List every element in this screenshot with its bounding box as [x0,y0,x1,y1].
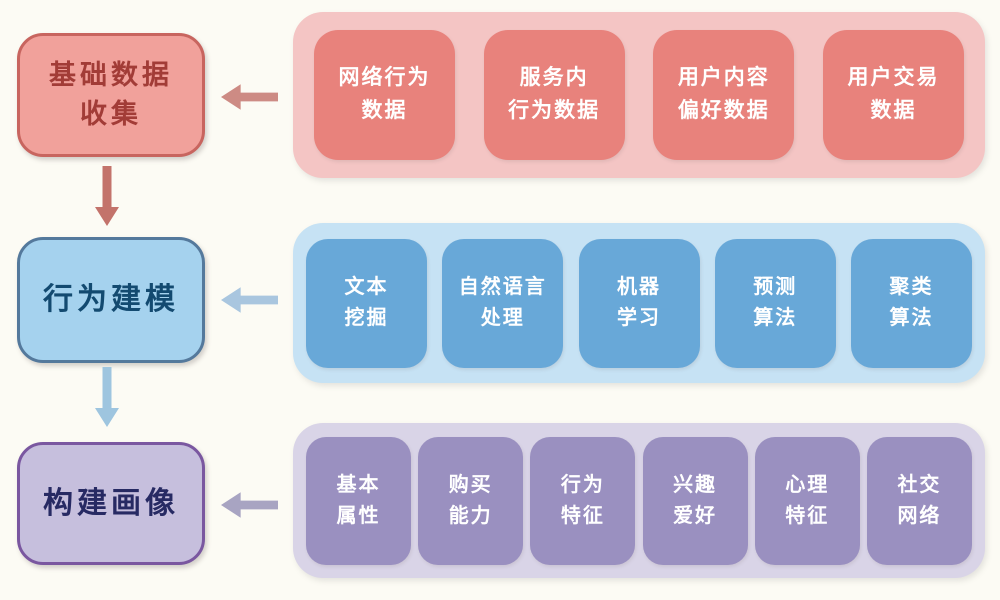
stage-box-profile-construction: 构建画像 [17,442,205,565]
profile-item-social-network: 社交 网络 [866,436,972,565]
data-item-network-behavior: 网络行为 数据 [314,30,455,160]
arrow-sources-to-collection-icon [221,84,278,110]
profile-dimensions-tray: 基本 属性 购买 能力 行为 特征 兴趣 爱好 心理 特征 社交 网络 [293,423,985,578]
profile-item-purchasing-power: 购买 能力 [418,436,524,565]
model-item-clustering-algorithm: 聚类 算法 [851,238,972,368]
data-item-in-service-behavior: 服务内 行为数据 [483,30,625,160]
data-sources-tray: 网络行为 数据 服务内 行为数据 用户内容 偏好数据 用户交易 数据 [293,12,985,178]
model-item-machine-learning: 机器 学习 [578,238,700,368]
profile-item-psychological-traits: 心理 特征 [754,436,860,565]
modeling-methods-tray: 文本 挖掘 自然语言 处理 机器 学习 预测 算法 聚类 算法 [293,223,985,383]
data-item-user-transaction: 用户交易 数据 [822,30,964,160]
profile-item-basic-attributes: 基本 属性 [306,436,411,565]
arrow-dimensions-to-profile-icon [221,492,278,518]
stage-box-behavior-modeling: 行为建模 [17,237,205,363]
model-item-prediction-algorithm: 预测 算法 [714,238,836,368]
data-item-user-content-preference: 用户内容 偏好数据 [653,30,795,160]
profile-item-interests: 兴趣 爱好 [642,436,748,565]
model-item-text-mining: 文本 挖掘 [306,238,427,368]
arrow-collection-to-modeling-icon [95,166,119,226]
arrow-methods-to-modeling-icon [221,287,278,313]
arrow-modeling-to-profile-icon [95,367,119,427]
model-item-nlp: 自然语言 处理 [442,238,564,368]
profile-item-behavior-traits: 行为 特征 [530,436,636,565]
stage-box-basic-data-collection: 基础数据 收集 [17,33,205,157]
